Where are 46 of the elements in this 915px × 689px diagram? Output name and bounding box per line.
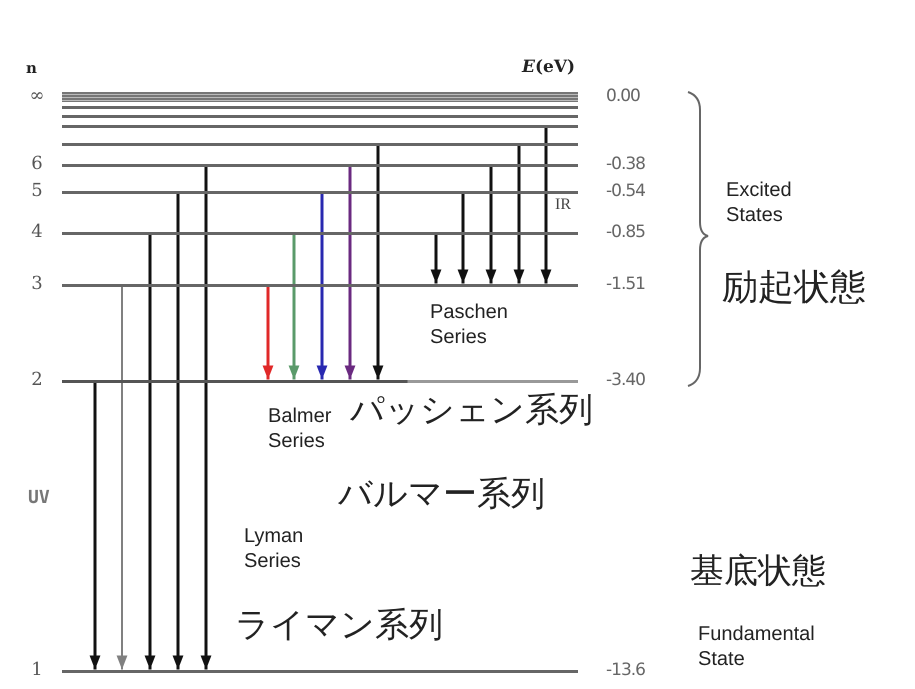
energy-value: -3.40 — [606, 370, 645, 390]
transition-arrow — [144, 234, 156, 670]
energy-value: -0.85 — [606, 222, 645, 242]
energy-value: -0.38 — [606, 154, 645, 174]
level-number: 4 — [30, 222, 44, 242]
transition-arrow — [514, 146, 524, 284]
region-label: UV — [28, 488, 50, 508]
transition-arrow — [90, 382, 100, 670]
level-number: 2 — [30, 370, 44, 390]
energy-level-line — [62, 106, 578, 108]
level-number: 1 — [30, 660, 44, 680]
level-number: 6 — [30, 154, 44, 174]
transition-arrow — [172, 194, 184, 670]
level-number: 5 — [30, 181, 44, 201]
series-label: パッシェン系列 — [350, 392, 593, 430]
energy-level-line — [62, 124, 578, 128]
transition-arrow — [372, 146, 384, 380]
transition-arrow — [344, 166, 356, 380]
series-label: バルマー系列 — [338, 476, 545, 514]
level-number: 3 — [30, 274, 44, 294]
state-label: Excited States — [726, 178, 793, 228]
series-label: Paschen Series — [430, 300, 509, 350]
energy-level-line — [62, 142, 578, 146]
state-label: 励起状態 — [722, 268, 866, 308]
transition-arrow — [288, 234, 300, 380]
series-label: Lyman Series — [244, 524, 304, 574]
energy-value: -0.54 — [606, 181, 645, 201]
axis-label: E(eV) — [522, 58, 576, 77]
energy-value: 0.00 — [606, 86, 640, 106]
transition-arrow — [540, 128, 552, 284]
transition-arrow — [262, 286, 274, 380]
transition-arrow — [486, 166, 496, 284]
transition-arrow — [430, 234, 442, 284]
axis-label: n — [26, 60, 37, 76]
energy-value: -13.6 — [606, 660, 645, 680]
transition-arrow — [316, 194, 328, 380]
transition-arrow — [116, 286, 128, 670]
state-label: Fundamental State — [698, 622, 816, 672]
state-label: 基底状態 — [690, 553, 826, 590]
energy-level-line — [62, 114, 578, 118]
transition-arrow — [458, 194, 468, 284]
series-label: Balmer Series — [268, 404, 332, 454]
level-number: ∞ — [28, 86, 46, 106]
energy-value: -1.51 — [606, 274, 645, 294]
series-label: ライマン系列 — [235, 607, 443, 644]
transition-arrow — [200, 166, 212, 670]
